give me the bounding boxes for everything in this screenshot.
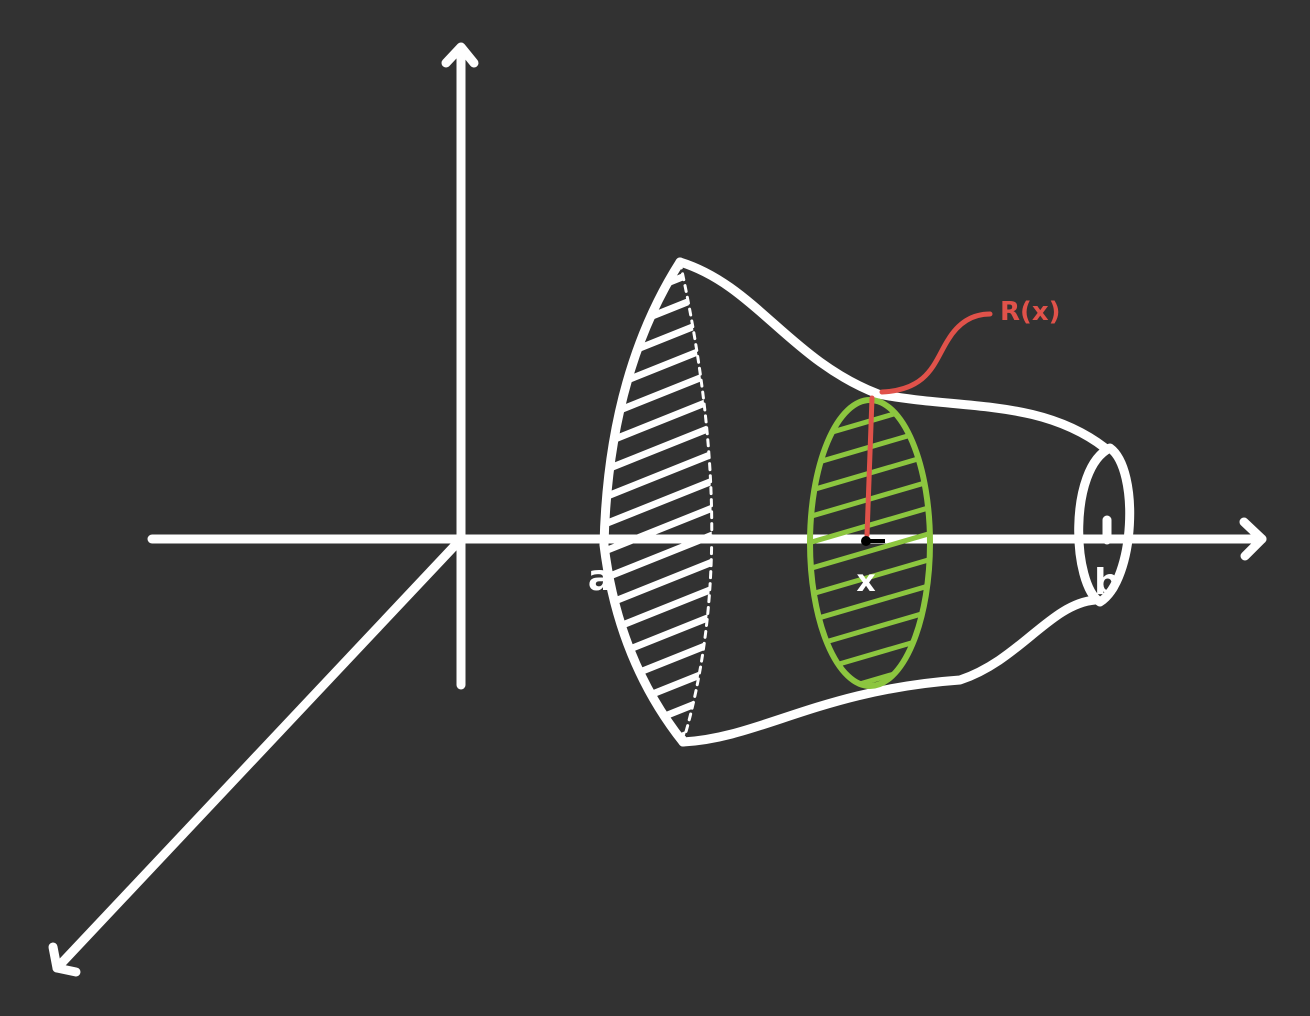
hatch-stroke bbox=[810, 555, 930, 599]
hatch-stroke bbox=[604, 329, 712, 395]
hatch-stroke bbox=[604, 410, 712, 476]
z-axis bbox=[52, 534, 466, 973]
radius-line bbox=[864, 395, 875, 538]
hatch-stroke bbox=[604, 302, 712, 368]
hatch-stroke bbox=[604, 734, 712, 742]
hatch-stroke bbox=[810, 581, 930, 625]
hatch-stroke bbox=[604, 545, 712, 611]
solid-top-edge bbox=[675, 257, 1110, 453]
radius-leader bbox=[879, 311, 993, 395]
radius-label: R(x) bbox=[1000, 297, 1061, 327]
z-axis-arrowhead bbox=[48, 942, 81, 977]
hatch-stroke bbox=[604, 464, 712, 530]
solid-bottom-edge bbox=[678, 595, 1100, 747]
right-cap-ellipse bbox=[1074, 443, 1135, 607]
hatch-stroke bbox=[604, 572, 712, 638]
x-axis-arrowhead bbox=[1239, 517, 1267, 561]
hatch-stroke bbox=[604, 518, 712, 584]
hatch-stroke bbox=[810, 529, 930, 573]
hatch-stroke bbox=[810, 503, 930, 547]
upper-bound-label: b bbox=[1094, 562, 1120, 603]
position-label: x bbox=[856, 564, 875, 599]
hatch-stroke bbox=[604, 437, 712, 503]
lower-bound-label: a bbox=[588, 558, 612, 599]
left-cap-back-edge bbox=[678, 260, 714, 744]
hatch-stroke bbox=[604, 356, 712, 422]
hatch-stroke bbox=[604, 653, 712, 719]
left-cap-front-edge bbox=[599, 257, 688, 747]
y-axis-arrowhead bbox=[441, 42, 479, 68]
axis-point bbox=[861, 536, 871, 546]
left-cap-hatching bbox=[604, 262, 712, 742]
hatch-stroke bbox=[604, 383, 712, 449]
hatch-stroke bbox=[604, 491, 712, 557]
